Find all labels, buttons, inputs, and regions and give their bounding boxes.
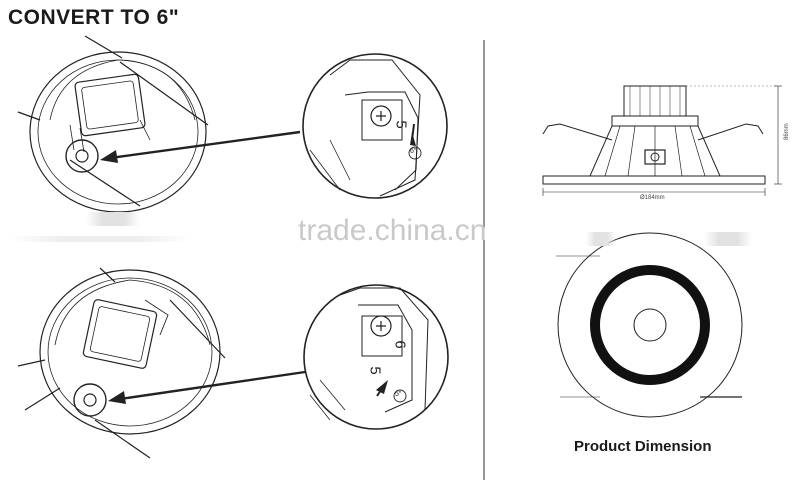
downlight-assembly-top [17,35,301,213]
blurred-label-1 [86,212,140,226]
zoom-detail-top [302,53,448,199]
downlight-assembly-bottom [17,267,306,459]
zoom-top-badge: 6" [410,148,417,155]
blurred-label-2 [10,236,190,242]
product-dimension-caption: Product Dimension [574,438,712,455]
zoom-bottom-badge: 5" [395,391,402,398]
top-view-drawing [556,232,743,418]
height-label: 86mm [784,123,790,140]
side-view-drawing [542,85,782,196]
zoom-bottom-numeral-small: 5 [366,366,384,375]
zoom-top-numeral: 5 [392,120,410,129]
blurred-label-4 [704,232,752,246]
page-title: CONVERT TO 6" [8,6,180,29]
zoom-bottom-numeral-large: 6 [391,340,409,349]
diameter-label: Ø184mm [640,195,665,201]
zoom-detail-bottom [303,284,449,430]
watermark: trade.china.cn [298,214,487,247]
blurred-label-3 [586,232,616,246]
